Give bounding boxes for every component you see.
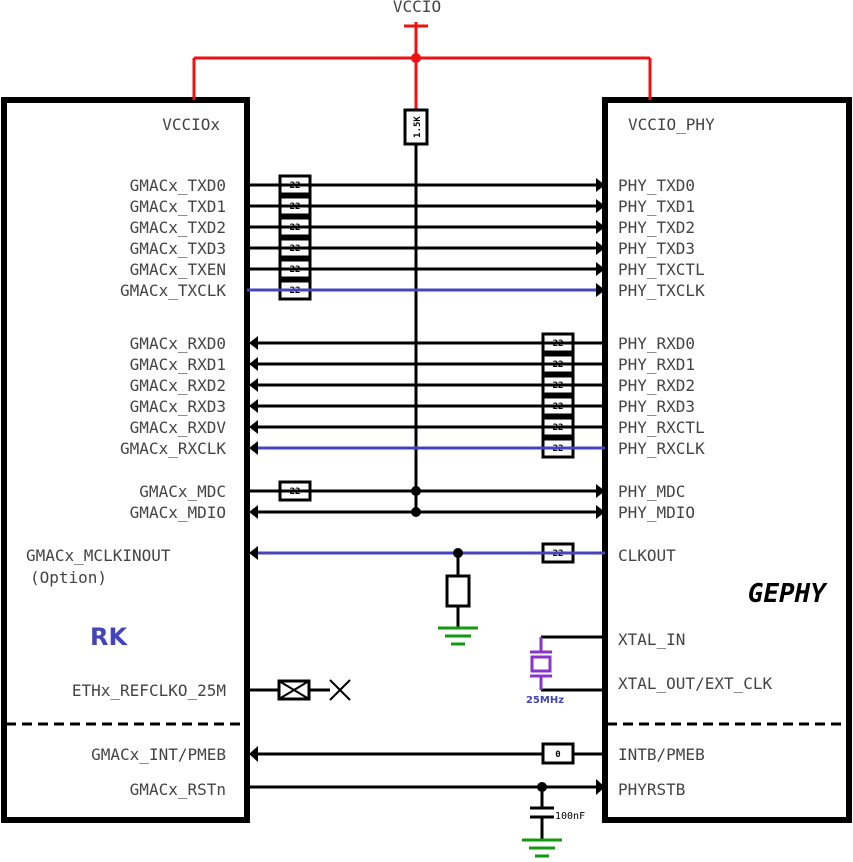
rk-vcc-label: VCCIOx	[162, 115, 220, 134]
rx-1-arrow-left-icon	[249, 357, 258, 371]
mdc-left-label: GMACx_MDC	[139, 482, 226, 501]
mclk-left-label: GMACx_MCLKINOUT	[26, 546, 171, 565]
rk-chip-outline	[1, 97, 250, 823]
tx-2-left-label: GMACx_TXD2	[130, 218, 226, 237]
tx-1-left-label: GMACx_TXD1	[130, 197, 226, 216]
tx-5-arrow-right-icon	[596, 283, 605, 297]
power-net	[192, 22, 652, 110]
capacitor-icon	[530, 806, 554, 819]
tx-0-arrow-right-icon	[596, 178, 605, 192]
gephy-vcc-label: VCCIO_PHY	[628, 115, 715, 134]
clkout-label: CLKOUT	[618, 546, 676, 565]
xtal-in-label: XTAL_IN	[618, 630, 685, 649]
int-left-label: GMACx_INT/PMEB	[91, 745, 226, 764]
rx-1-right-label: PHY_RXD1	[618, 355, 695, 374]
refclk-label: ETHx_REFCLKO_25M	[72, 681, 226, 700]
pullup-label: 1.5K	[413, 116, 423, 138]
rx-3-arrow-left-icon	[249, 399, 258, 413]
tx-2-arrow-right-icon	[596, 220, 605, 234]
tx-1-arrow-right-icon	[596, 199, 605, 213]
rx-2-arrow-left-icon	[249, 378, 258, 392]
rx-4-arrow-left-icon	[249, 420, 258, 434]
tx-4-right-label: PHY_TXCTL	[618, 260, 705, 279]
rst-left-label: GMACx_RSTn	[130, 780, 226, 799]
rx-3-left-label: GMACx_RXD3	[130, 397, 226, 416]
tx-1-right-label: PHY_TXD1	[618, 197, 695, 216]
rx-0-right-label: PHY_RXD0	[618, 334, 695, 353]
mclk-pulldown-resistor	[445, 574, 471, 608]
xtal-out-label: XTAL_OUT/EXT_CLK	[618, 674, 772, 693]
tx-0-right-label: PHY_TXD0	[618, 176, 695, 195]
vccio-label: VCCIO	[393, 0, 441, 16]
tx-2-right-label: PHY_TXD2	[618, 218, 695, 237]
mclk-net	[438, 548, 478, 646]
rst-right-label: PHYRSTB	[618, 780, 685, 799]
mdc-right-label: PHY_MDC	[618, 482, 685, 501]
mdc-arrow-right-icon	[596, 484, 605, 498]
tx-3-right-label: PHY_TXD3	[618, 239, 695, 258]
int-net	[249, 742, 605, 765]
no-connect-icon	[329, 679, 351, 701]
signal-wires: 2222222222222222222222222222	[247, 174, 605, 564]
rx-5-right-label: PHY_RXCLK	[618, 439, 705, 458]
rx-5-arrow-left-icon	[249, 441, 258, 455]
rx-2-left-label: GMACx_RXD2	[130, 376, 226, 395]
int-right-label: INTB/PMEB	[618, 745, 705, 764]
tx-0-left-label: GMACx_TXD0	[130, 176, 226, 195]
tx-5-left-label: GMACx_TXCLK	[120, 281, 226, 300]
rx-0-arrow-left-icon	[249, 336, 258, 350]
ground-icon	[438, 626, 478, 646]
int-resistor	[541, 742, 575, 765]
rx-0-left-label: GMACx_RXD0	[130, 334, 226, 353]
tx-3-arrow-right-icon	[596, 241, 605, 255]
rx-3-right-label: PHY_RXD3	[618, 397, 695, 416]
mdio-left-label: GMACx_MDIO	[130, 503, 226, 522]
rx-4-right-label: PHY_RXCTL	[618, 418, 705, 437]
crystal-icon	[530, 635, 605, 692]
int-resistor-value: 0	[555, 750, 560, 760]
tx-4-left-label: GMACx_TXEN	[130, 260, 226, 279]
rx-1-left-label: GMACx_RXD1	[130, 355, 226, 374]
mclk-option-label: (Option)	[30, 568, 107, 587]
ground-icon	[522, 838, 562, 858]
rst-net	[247, 779, 605, 858]
rx-4-left-label: GMACx_RXDV	[130, 418, 227, 437]
tx-4-arrow-right-icon	[596, 262, 605, 276]
mdio-arrow-right-icon	[596, 505, 605, 519]
refclk-net	[247, 679, 351, 701]
mclk-arrow-left-icon	[249, 546, 258, 560]
mdio-right-label: PHY_MDIO	[618, 503, 695, 522]
rx-5-left-label: GMACx_RXCLK	[120, 439, 226, 458]
rx-2-right-label: PHY_RXD2	[618, 376, 695, 395]
mdio-arrow-left-icon	[249, 505, 258, 519]
crystal-freq-label: 25MHz	[526, 695, 564, 706]
gephy-chip-outline	[602, 97, 852, 823]
gephy-chip-name: GEPHY	[748, 579, 829, 609]
tx-5-right-label: PHY_TXCLK	[618, 281, 705, 300]
rk-chip-name: RK	[90, 623, 128, 651]
tx-3-left-label: GMACx_TXD3	[130, 239, 226, 258]
cap-value-label: 100nF	[555, 811, 585, 822]
